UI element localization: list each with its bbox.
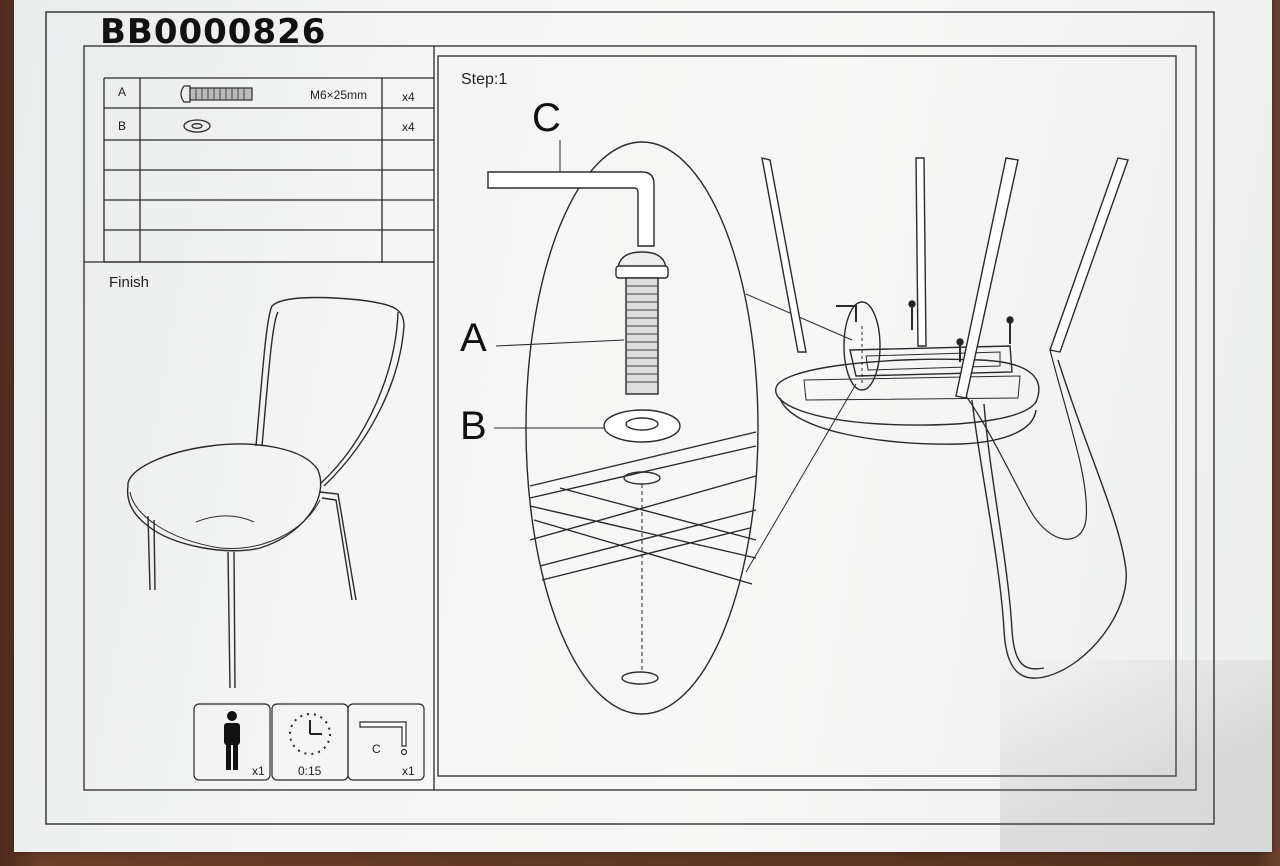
part-b-letter: B bbox=[118, 119, 127, 133]
finished-chair-drawing bbox=[126, 296, 405, 689]
part-b-qty: x4 bbox=[402, 120, 415, 134]
callout-a: A bbox=[460, 316, 487, 360]
callout-c: C bbox=[532, 96, 561, 140]
assembly-time: 0:15 bbox=[298, 764, 322, 778]
detail-oval bbox=[487, 140, 857, 715]
upturned-chair-drawing bbox=[761, 157, 1129, 679]
photo-shadow bbox=[1000, 660, 1272, 852]
part-a-qty: x4 bbox=[402, 90, 415, 104]
product-code: BB0000826 bbox=[100, 12, 327, 52]
clock-icon bbox=[289, 713, 331, 755]
washer-icon bbox=[183, 119, 211, 133]
persons-count: x1 bbox=[252, 764, 265, 778]
finish-label: Finish bbox=[109, 274, 150, 291]
inner-frame bbox=[83, 45, 1197, 791]
tool-count: x1 bbox=[402, 764, 415, 778]
info-boxes bbox=[193, 703, 425, 781]
step-label: Step:1 bbox=[461, 71, 508, 88]
part-a-letter: A bbox=[118, 85, 127, 99]
parts-table bbox=[103, 77, 434, 263]
outer-frame bbox=[45, 11, 1215, 825]
allen-key-icon bbox=[359, 721, 408, 756]
part-a-spec: M6×25mm bbox=[310, 88, 368, 102]
callout-b: B bbox=[460, 404, 487, 448]
person-icon bbox=[224, 711, 240, 770]
step-panel-frame bbox=[437, 55, 1177, 777]
tool-letter: C bbox=[372, 742, 381, 756]
bolt-icon bbox=[180, 85, 253, 103]
